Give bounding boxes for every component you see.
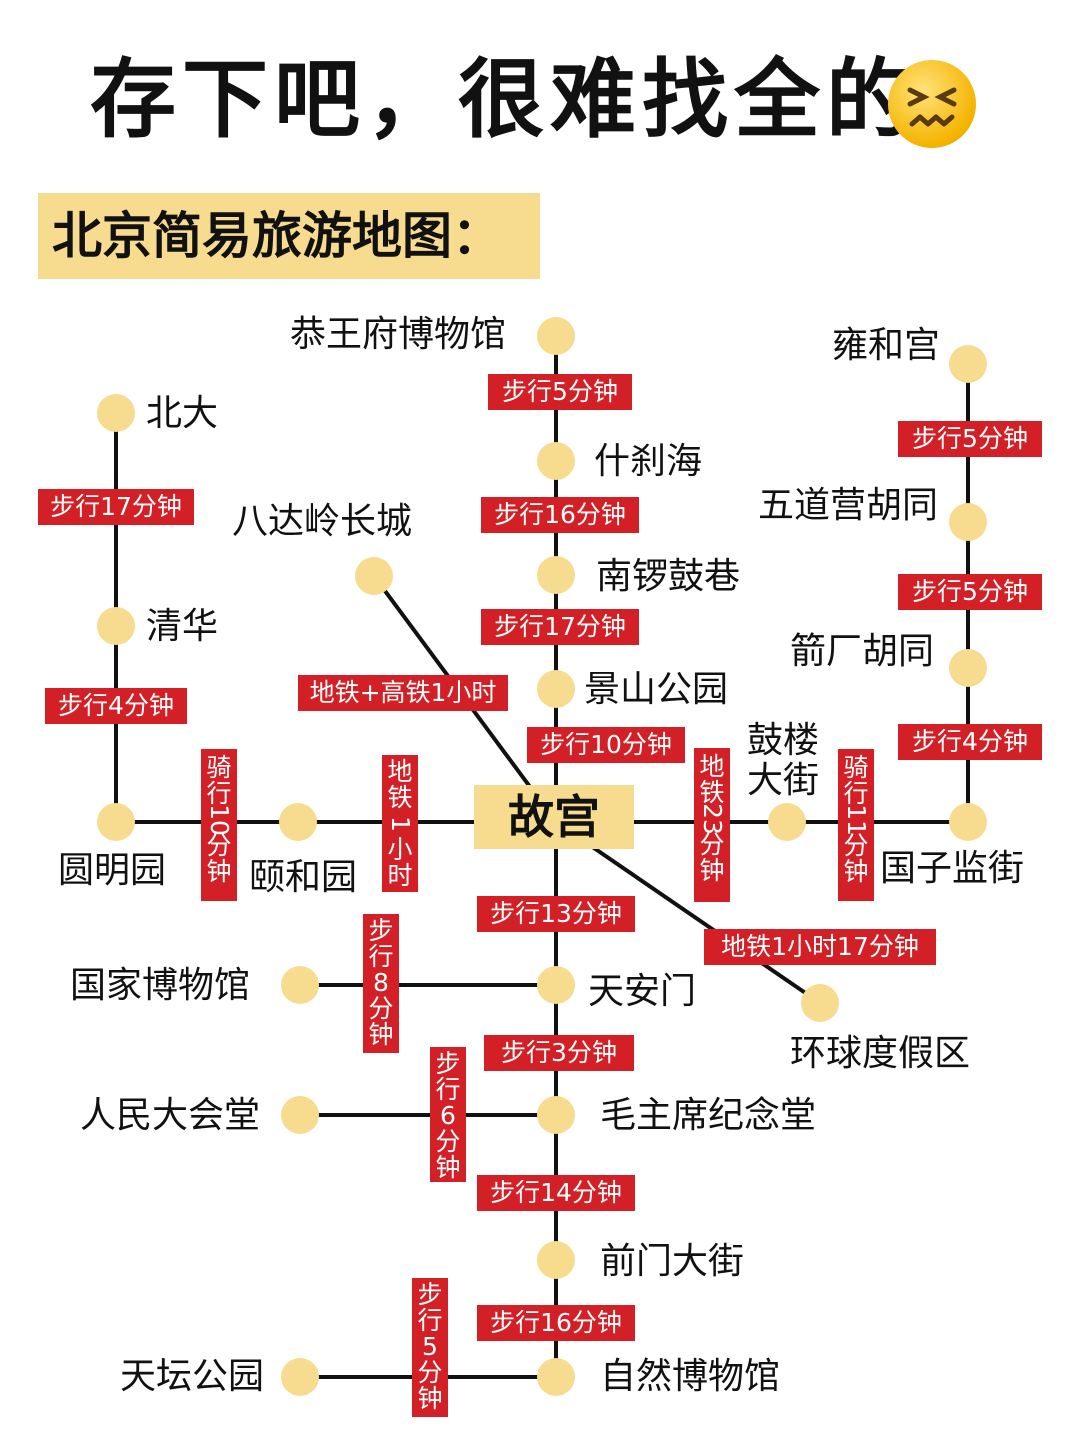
node-maojinian <box>537 1096 575 1134</box>
route-tag: 步行14分钟 <box>477 1175 635 1211</box>
route-tag: 步行5分钟 <box>898 421 1042 457</box>
node-renda <box>281 1096 319 1134</box>
label-nanluogu: 南锣鼓巷 <box>596 556 741 597</box>
route-tag-vertical: 步 行 6 分 钟 <box>430 1047 466 1182</box>
label-gongwangfu: 恭王府博物馆 <box>290 314 507 355</box>
confounded-face-icon <box>888 60 976 148</box>
route-tag: 步行10分钟 <box>527 727 685 763</box>
node-nanluogu <box>537 556 575 594</box>
label-qinghua: 清华 <box>146 606 219 647</box>
line-huanqiu <box>554 820 822 1005</box>
node-qianmen <box>537 1241 575 1279</box>
label-renda: 人民大会堂 <box>80 1095 261 1136</box>
node-yiheyuan <box>279 803 317 841</box>
route-tag: 步行4分钟 <box>45 688 187 724</box>
label-maojinian: 毛主席纪念堂 <box>600 1095 817 1136</box>
route-tag-vertical: 步 行 8 分 钟 <box>363 914 399 1053</box>
node-yuanmingyuan <box>97 803 135 841</box>
label-jianchang: 箭厂胡同 <box>790 631 935 672</box>
node-huanqiu <box>801 984 839 1022</box>
node-guobo <box>281 966 319 1004</box>
page-title: 存下吧，很难找全的 <box>90 50 918 150</box>
route-tag: 步行13分钟 <box>477 896 635 932</box>
node-yonghegong <box>949 345 987 383</box>
route-tag: 步行3分钟 <box>484 1035 634 1071</box>
label-shichahai: 什刹海 <box>594 441 703 482</box>
route-tag-vertical: 步 行 5 分 钟 <box>412 1278 448 1417</box>
label-jingshan: 景山公园 <box>584 669 729 710</box>
node-gongwangfu <box>537 317 575 355</box>
route-tag-vertical: 骑 行 10 分 钟 <box>201 749 237 901</box>
node-guozijian <box>949 803 987 841</box>
label-wudaoying: 五道营胡同 <box>758 485 939 526</box>
node-shichahai <box>537 442 575 480</box>
subtitle-text: 北京简易旅游地图： <box>52 207 502 265</box>
node-badaling <box>355 557 393 595</box>
label-yuanmingyuan: 圆明园 <box>58 850 167 891</box>
node-qinghua <box>97 607 135 645</box>
node-ziran <box>537 1358 575 1396</box>
label-yiheyuan: 颐和园 <box>249 857 358 898</box>
label-ziran: 自然博物馆 <box>600 1356 781 1397</box>
label-guobo: 国家博物馆 <box>70 965 251 1006</box>
hub-gugong: 故宫 <box>474 785 634 849</box>
label-huanqiu: 环球度假区 <box>790 1033 971 1074</box>
node-tiananmen <box>537 966 575 1004</box>
subtitle-banner: 北京简易旅游地图： <box>38 193 540 279</box>
node-beida <box>97 394 135 432</box>
route-tag: 步行17分钟 <box>481 609 639 645</box>
route-tag: 步行4分钟 <box>898 724 1042 760</box>
label-qianmen: 前门大街 <box>600 1241 745 1282</box>
label-yonghegong: 雍和宫 <box>832 325 941 366</box>
node-jingshan <box>537 670 575 708</box>
node-jianchang <box>949 649 987 687</box>
route-tag: 步行5分钟 <box>898 574 1042 610</box>
route-tag: 步行17分钟 <box>38 489 194 525</box>
route-tag: 步行5分钟 <box>488 374 632 410</box>
label-badaling: 八达岭长城 <box>232 501 413 542</box>
node-gulou <box>768 803 806 841</box>
route-tag: 步行16分钟 <box>481 497 639 533</box>
node-tiantan <box>281 1358 319 1396</box>
label-gulou-1: 鼓楼 <box>747 720 820 761</box>
route-tag-vertical: 地 铁 1 小 时 <box>382 755 418 892</box>
label-guozijian: 国子监街 <box>880 848 1025 889</box>
route-tag: 地铁1小时17分钟 <box>704 929 936 965</box>
route-tag: 地铁+高铁1小时 <box>298 675 508 711</box>
label-tiantan: 天坛公园 <box>120 1356 265 1397</box>
label-tiananmen: 天安门 <box>588 971 697 1012</box>
route-tag-vertical: 骑 行 11 分 钟 <box>838 749 874 901</box>
label-beida: 北大 <box>146 393 219 434</box>
node-wudaoying <box>949 503 987 541</box>
route-tag: 步行16分钟 <box>477 1305 635 1341</box>
route-tag-vertical: 地 铁 23 分 钟 <box>694 748 730 902</box>
label-gulou-2: 大街 <box>747 760 820 801</box>
